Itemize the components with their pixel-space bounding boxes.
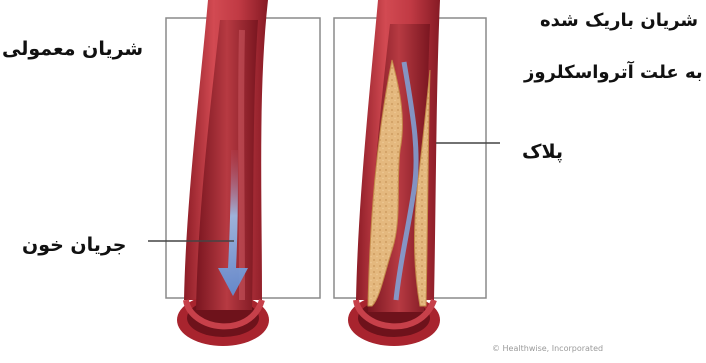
narrowed-artery-label-line1: شریان باریک شده	[540, 10, 698, 31]
blood-flow-label: جریان خون	[22, 234, 126, 256]
narrowed-artery-label-line2: به علت آترواسکلروز	[524, 62, 703, 83]
normal-artery-label: شریان معمولی	[2, 38, 143, 60]
narrowed-artery	[348, 0, 440, 346]
image-credit: © Healthwise, Incorporated	[492, 344, 603, 353]
plaque-label: پلاک	[522, 141, 563, 163]
normal-artery	[177, 0, 269, 346]
